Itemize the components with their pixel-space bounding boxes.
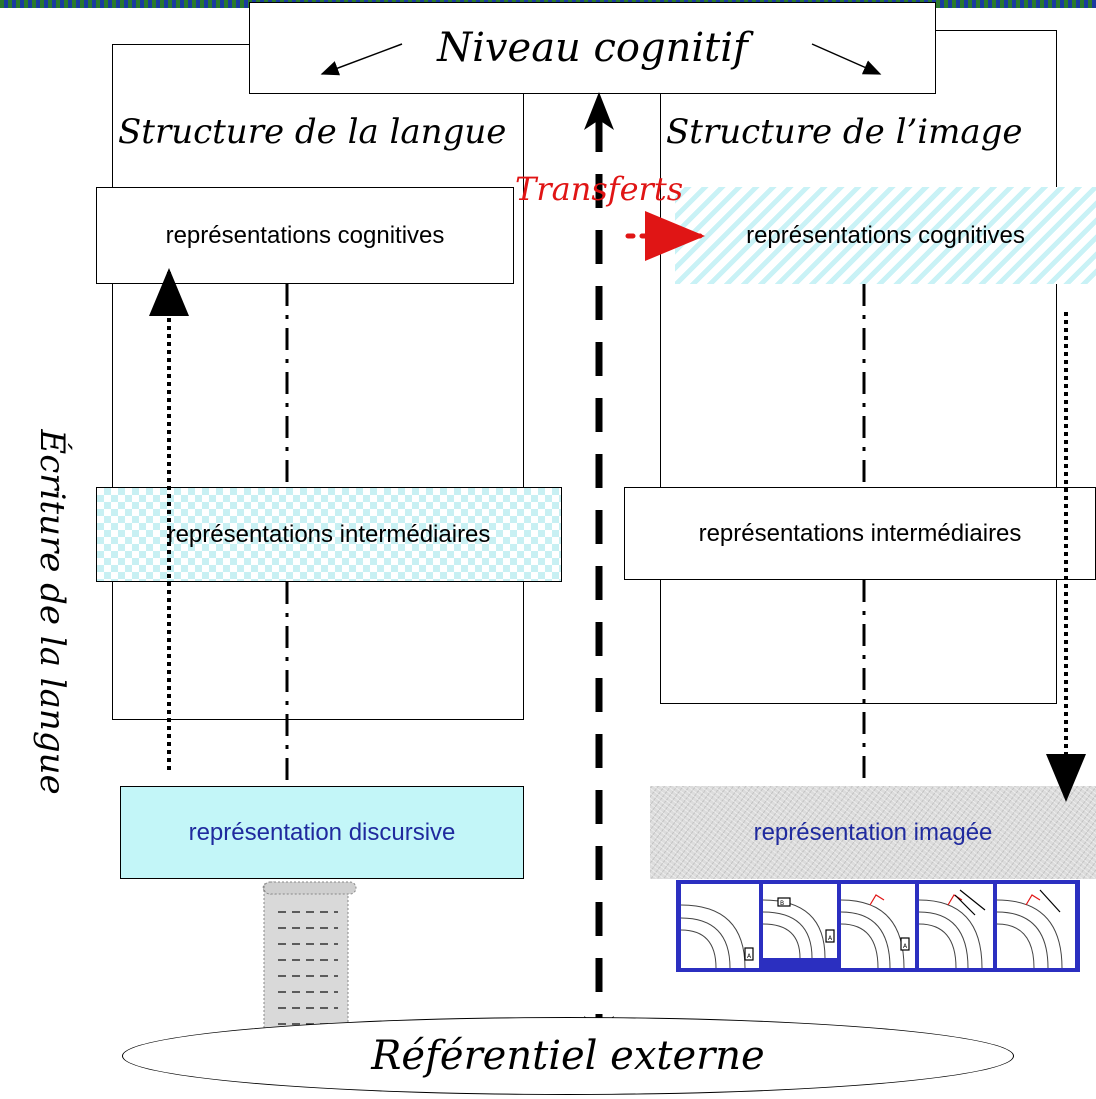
imaged-representation-label: représentation imagée bbox=[753, 818, 993, 846]
right-intermediate-label: représentations intermédiaires bbox=[698, 519, 1022, 547]
discursive-representation-label: représentation discursive bbox=[188, 818, 456, 846]
discursive-representation-box: représentation discursive bbox=[120, 786, 524, 879]
right-column-title: Structure de l’image bbox=[666, 112, 1023, 152]
marker-b-label: B bbox=[780, 900, 784, 907]
left-cognitive-label: représentations cognitives bbox=[165, 221, 445, 249]
left-intermediate-label: représentations intermédiaires bbox=[167, 520, 491, 548]
transfer-label: Transferts bbox=[515, 170, 684, 208]
cognitive-level-label: Niveau cognitif bbox=[437, 25, 748, 71]
external-reference-label: Référentiel externe bbox=[371, 1033, 765, 1079]
side-writing-label: Écriture de la langue bbox=[32, 429, 72, 795]
left-column-title: Structure de la langue bbox=[118, 112, 507, 152]
right-pointer-arrow bbox=[811, 43, 882, 75]
external-reference-ellipse: Référentiel externe bbox=[122, 1017, 1014, 1095]
left-intermediate-box: représentations intermédiaires bbox=[96, 487, 562, 582]
right-cognitive-box: représentations cognitives bbox=[675, 187, 1096, 284]
left-pointer-arrow bbox=[320, 43, 403, 76]
marker-a-label-1: A bbox=[747, 953, 752, 960]
marker-a-label-2: A bbox=[828, 935, 833, 942]
imaged-representation-box: représentation imagée bbox=[650, 786, 1096, 879]
central-arrow-top bbox=[584, 92, 614, 130]
image-strip: A A A B bbox=[676, 880, 1080, 972]
right-cognitive-label: représentations cognitives bbox=[746, 221, 1025, 249]
left-cognitive-box: représentations cognitives bbox=[96, 187, 514, 284]
right-intermediate-box: représentations intermédiaires bbox=[624, 487, 1096, 580]
marker-a-label-3: A bbox=[903, 943, 908, 950]
